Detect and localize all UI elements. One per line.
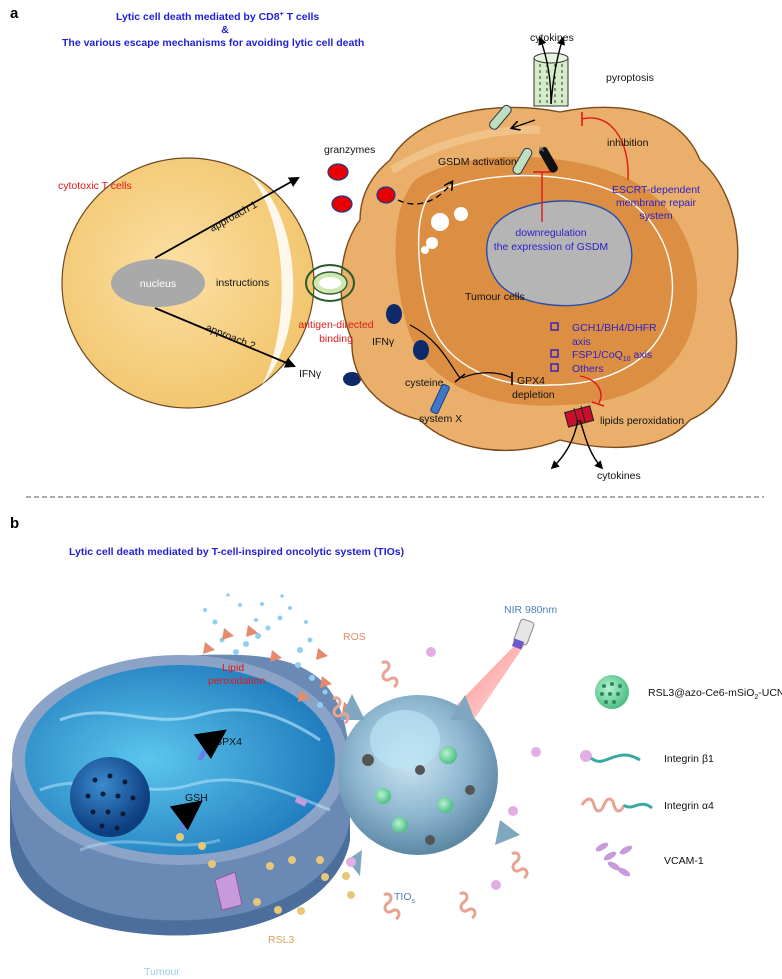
inhibition-label: inhibition	[607, 137, 649, 149]
granzyme-particle	[327, 163, 349, 181]
tio-particle	[338, 694, 520, 876]
cytokine-release-arrow	[579, 419, 604, 470]
cleavage-mark: ×	[538, 142, 545, 156]
axis-marker	[550, 322, 559, 331]
rsl3-transporter	[214, 871, 243, 911]
panel-a-title-line1: Lytic cell death mediated by CD8+ T cell…	[116, 11, 319, 23]
tumour-3d-cell	[10, 654, 350, 936]
pyroptosis-pore	[533, 52, 569, 107]
lipid-line1: Lipid	[222, 662, 244, 674]
gsdm-fragment	[539, 146, 558, 173]
ros-label: ROS	[343, 631, 366, 643]
others-label: Others	[572, 363, 604, 375]
nir-label: NIR 980nm	[504, 604, 557, 616]
escrt-line2: membrane repair	[616, 197, 696, 209]
granzyme-particle	[331, 195, 353, 213]
vesicle	[426, 237, 438, 249]
ifn-particle	[386, 304, 402, 324]
legend-label-integrin-beta1: Integrin β1	[664, 753, 714, 765]
tumour-label: Tumour	[144, 966, 180, 978]
panel-b-letter: b	[10, 515, 19, 532]
ifn-left-label: IFNγ	[299, 368, 322, 380]
legend-label-vcam1: VCAM-1	[664, 855, 704, 867]
escrt-line1: ESCRT-dependent	[612, 184, 700, 196]
ifn-right-label: IFNγ	[372, 336, 395, 348]
vesicle	[421, 246, 429, 254]
panel-a-letter: a	[10, 5, 19, 22]
fsp1-label: FSP1/CoQ10 axis	[572, 349, 652, 363]
membrane-debris	[203, 593, 328, 708]
antigen-binding-ring	[305, 264, 355, 302]
downreg-line1: downregulation	[515, 227, 586, 239]
granzyme-particle	[376, 186, 396, 204]
legend: RSL3@azo-Ce6-mSiO2-UCNPs Integrin β1 Int…	[580, 675, 782, 877]
integrin-beta1-on-tio	[346, 647, 541, 890]
nanoparticle-icon	[595, 675, 629, 709]
gsdm-fragment	[512, 147, 533, 175]
inhibition-line	[581, 117, 629, 181]
rsl3-to-gsh-arrow	[169, 800, 203, 831]
escrt-line3: system	[639, 210, 673, 222]
vcam1-icon	[595, 842, 633, 877]
gpx4-line1: GPX4	[517, 375, 545, 387]
cytokine-release-arrow	[550, 36, 565, 105]
ifn-particle	[343, 372, 361, 386]
gch1-line1: GCH1/BH4/DHFR	[572, 322, 657, 334]
tios-label: TIOs	[394, 891, 416, 905]
ifn-particle	[413, 340, 429, 360]
tumour-cells-label: Tumour cells	[465, 291, 525, 303]
integrin-alpha4-icon	[580, 797, 653, 813]
vesicle	[454, 207, 468, 221]
t-cell-label: cytotoxic T cells	[58, 180, 132, 192]
granzymes-label: granzymes	[324, 144, 375, 156]
system-x-transporter	[430, 383, 450, 415]
gsdm-activation-label: GSDM activation	[438, 156, 517, 168]
pyroptosis-label: pyroptosis	[606, 72, 654, 84]
escape-inhibit-line	[579, 375, 602, 405]
antigen-line1: antigen-directed	[298, 319, 373, 331]
ifn-inhibit-line	[409, 324, 461, 379]
antigen-line2: binding	[319, 333, 353, 345]
tumour-nucleus	[486, 200, 633, 307]
cytokines-top-label: cytokines	[530, 32, 574, 44]
panel-a-title-amp: &	[221, 24, 229, 36]
lipids-peroxidation-label: lipids peroxidation	[600, 415, 684, 427]
panel-a-title-line3: The various escape mechanisms for avoidi…	[62, 37, 364, 49]
instructions-label: instructions	[216, 277, 269, 289]
t-cell-nucleus	[111, 259, 205, 307]
panel-b-title: Lytic cell death mediated by T-cell-insp…	[69, 546, 404, 558]
legend-label-nanoparticle: RSL3@azo-Ce6-mSiO2-UCNPs	[648, 687, 782, 701]
cytokines-bottom-label: cytokines	[597, 470, 641, 482]
axis-marker	[550, 363, 559, 372]
rsl3-particles	[176, 833, 355, 915]
vesicle	[431, 213, 449, 231]
gsh-to-gpx4-arrow	[193, 729, 227, 762]
axis-marker	[550, 349, 559, 358]
cytokine-release-arrow	[550, 419, 579, 470]
system-x-label: system X	[419, 413, 462, 425]
legend-label-integrin-alpha4: Integrin α4	[664, 800, 714, 812]
downreg-line2: the expression of GSDM	[494, 241, 608, 253]
gch1-line2: axis	[572, 336, 591, 348]
gsdm-fragment	[489, 104, 512, 130]
tumour-3d-nucleus	[70, 757, 150, 837]
nucleus-pores	[85, 773, 136, 831]
nucleus-label: nucleus	[140, 278, 176, 290]
nir-laser-icon	[511, 618, 535, 650]
gsdm-activation-arrow	[397, 182, 452, 205]
lipid-line2: peroxidation	[208, 675, 265, 687]
cysteine-label: cysteine	[405, 377, 444, 389]
integrin-beta1-icon	[580, 750, 641, 763]
t-cell	[61, 157, 315, 409]
approach1-arrow	[154, 176, 300, 259]
vcam-on-tumour	[294, 796, 308, 807]
approach2-arrow	[154, 307, 296, 368]
pore-insertion-arrow	[512, 119, 536, 128]
integrin-alpha4-on-tio	[332, 660, 529, 921]
gpx4-line2: depletion	[512, 389, 555, 401]
rsl3-label: RSL3	[268, 934, 294, 946]
